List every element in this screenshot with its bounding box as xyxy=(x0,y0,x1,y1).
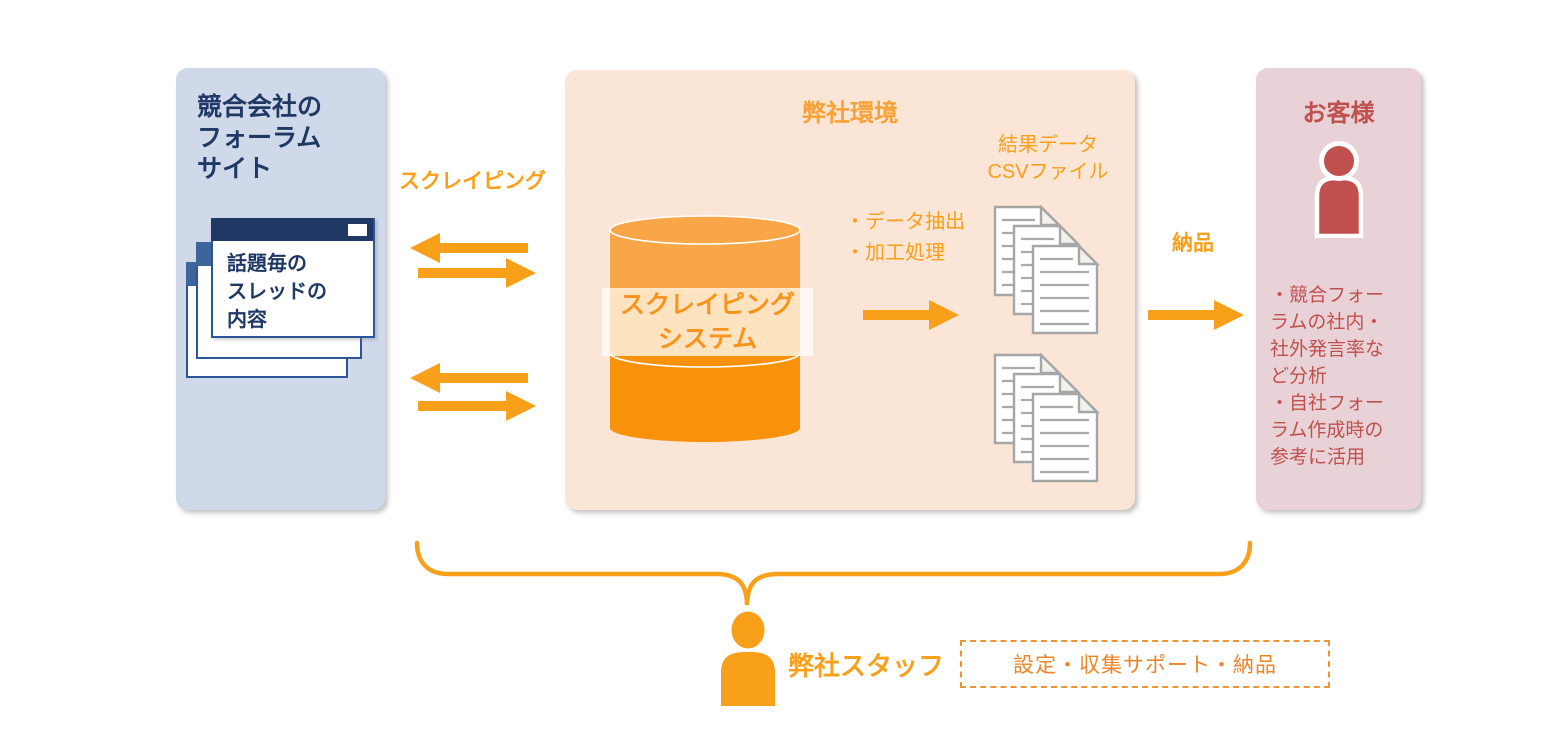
window-button-icon xyxy=(348,224,367,236)
scrape-arrow-right-icon xyxy=(418,391,536,421)
scrape-arrow-right-icon xyxy=(418,258,536,288)
flow-arrow-icon xyxy=(863,300,959,330)
staff-tasks-box: 設定・収集サポート・納品 xyxy=(960,640,1330,688)
process-notes: ・データ抽出 ・加工処理 xyxy=(845,211,965,264)
browser-window-icon: 話題毎の スレッドの 内容 xyxy=(211,218,375,338)
staff-tasks-label: 設定・収集サポート・納品 xyxy=(1013,654,1277,677)
staff-person-icon xyxy=(721,611,775,706)
customer-title: お客様 xyxy=(1302,100,1375,127)
browser-window-label: 話題毎の スレッドの 内容 xyxy=(227,253,327,331)
scrape-arrow-left-icon xyxy=(410,233,528,263)
browser-titlebar xyxy=(211,218,373,241)
staff-label: 弊社スタッフ xyxy=(788,651,945,681)
delivery-arrow-icon xyxy=(1148,300,1244,330)
csv-output-label: 結果データ CSVファイル xyxy=(987,134,1109,183)
scraping-system-label: スクレイピング システム xyxy=(619,291,795,353)
document-stack-icon xyxy=(993,353,1100,483)
document-stack-icon xyxy=(993,205,1100,335)
delivery-label: 納品 xyxy=(1172,232,1214,255)
customer-notes: ・競合フォー ラムの社内・ 社外発言率な ど分析 ・自社フォー ラム作成時の 参… xyxy=(1270,285,1385,468)
scrape-arrow-left-icon xyxy=(410,363,528,393)
customer-person-icon xyxy=(1314,141,1364,238)
browser-window-corner xyxy=(196,242,212,266)
company-environment-title: 弊社環境 xyxy=(802,100,898,127)
scraping-label: スクレイピング xyxy=(399,170,546,193)
competitor-site-title: 競合会社の フォーラム サイト xyxy=(197,93,323,183)
database-cylinder-icon xyxy=(602,215,813,442)
